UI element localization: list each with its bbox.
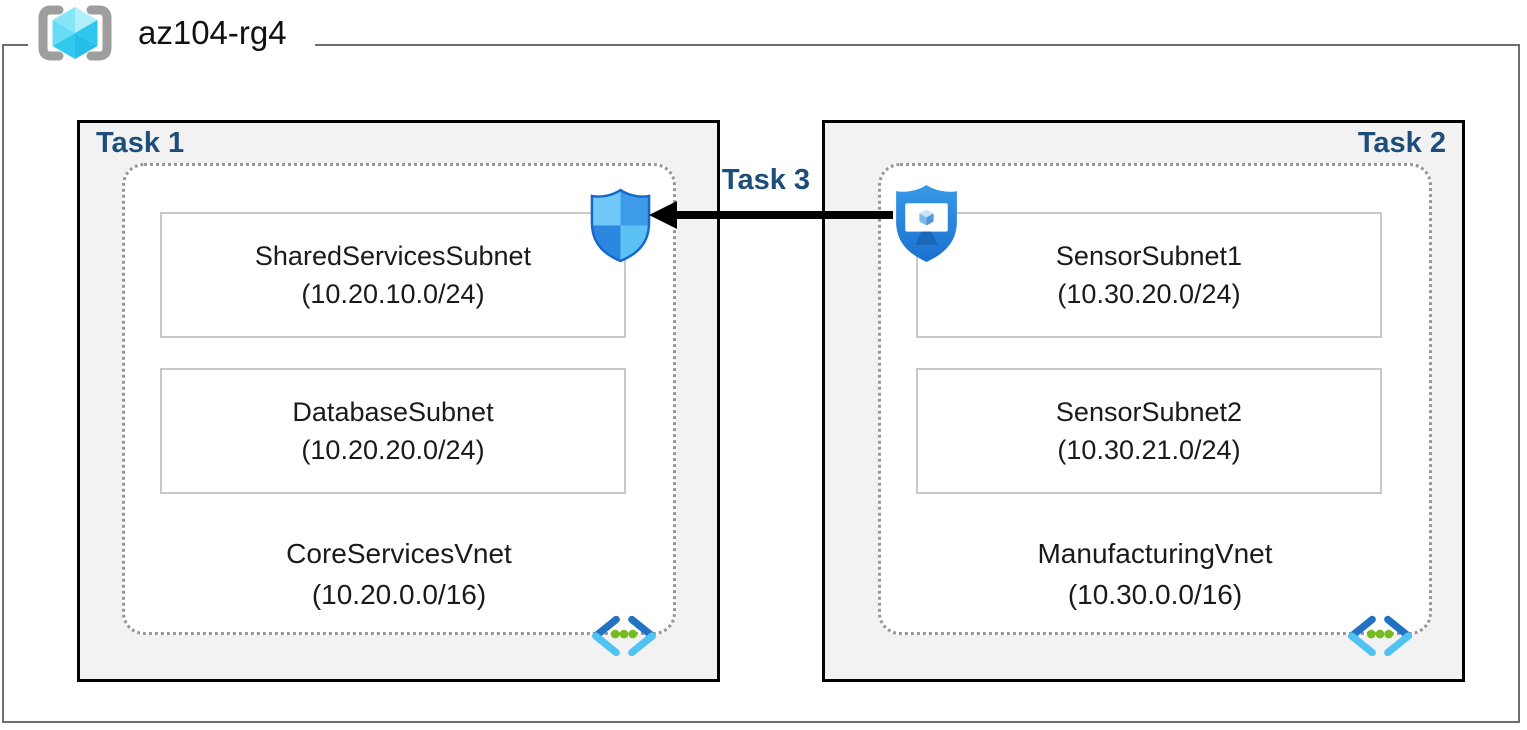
vnet-name: ManufacturingVnet: [1037, 538, 1273, 569]
task1-vnet-box: SharedServicesSubnet (10.20.10.0/24) Dat…: [122, 163, 676, 657]
subnet-cidr: (10.30.20.0/24): [1057, 279, 1241, 309]
subnet-cidr: (10.30.21.0/24): [1057, 435, 1241, 465]
vnet-label-core-services: CoreServicesVnet (10.20.0.0/16): [125, 534, 673, 615]
task3-arrow: [649, 201, 893, 229]
subnet-name: SensorSubnet2: [1055, 396, 1243, 427]
subnet-box-database: DatabaseSubnet (10.20.20.0/24): [160, 368, 626, 494]
resource-group-legend: az104-rg4: [28, 0, 315, 66]
subnet-cidr: (10.20.10.0/24): [301, 279, 485, 309]
subnet-name: DatabaseSubnet: [292, 396, 494, 427]
task1-box: Task 1 SharedServicesSubnet (10.20.10.0/…: [77, 120, 720, 682]
subnet-box-sensor1: SensorSubnet1 (10.30.20.0/24): [916, 212, 1382, 338]
resource-group-boundary: [2, 44, 1520, 723]
resource-group-icon: [32, 2, 118, 64]
vnet-name: CoreServicesVnet: [286, 538, 512, 569]
virtual-network-icon: [1343, 612, 1417, 660]
task2-label: Task 2: [1357, 127, 1446, 159]
vnet-cidr: (10.20.0.0/16): [311, 578, 487, 610]
vnet-label-manufacturing: ManufacturingVnet (10.30.0.0/16): [881, 534, 1429, 615]
task2-vnet-box: SensorSubnet1 (10.30.20.0/24) SensorSubn…: [878, 163, 1432, 657]
task1-label: Task 1: [96, 127, 185, 159]
subnet-name: SensorSubnet1: [1055, 240, 1243, 271]
subnet-box-shared-services: SharedServicesSubnet (10.20.10.0/24): [160, 212, 626, 338]
task2-box: Task 2 SensorSubnet1 (10.30.20.0/24) Sen…: [822, 120, 1465, 682]
subnet-name: SharedServicesSubnet: [254, 240, 532, 271]
virtual-network-icon: [587, 612, 661, 660]
bastion-icon: [891, 183, 962, 264]
vnet-cidr: (10.30.0.0/16): [1067, 578, 1243, 610]
subnet-box-sensor2: SensorSubnet2 (10.30.21.0/24): [916, 368, 1382, 494]
resource-group-title: az104-rg4: [138, 14, 287, 51]
task3-label: Task 3: [721, 164, 811, 196]
subnet-cidr: (10.20.20.0/24): [301, 435, 485, 465]
security-shield-icon: [587, 187, 654, 264]
